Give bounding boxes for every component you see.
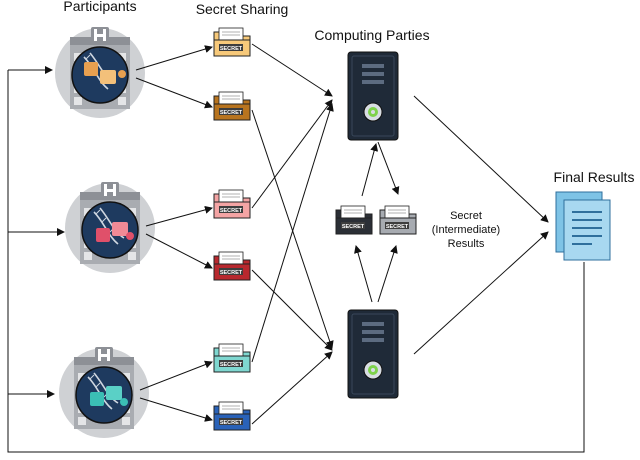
participant-3-hospital-icon	[58, 346, 150, 439]
final-results-label: Final Results	[554, 169, 635, 185]
folder-tag: SECRET	[220, 270, 243, 276]
computing-parties-label: Computing Parties	[314, 27, 429, 43]
intermediate-label-line1: Secret	[450, 210, 482, 222]
folder-tag: SECRET	[386, 224, 409, 230]
participants-label: Participants	[63, 0, 136, 14]
participant-3-genomic-data-icon	[90, 386, 128, 406]
participant-2-hospital-icon	[64, 181, 156, 274]
share-folder-p3-a: SECRET	[213, 343, 251, 373]
secret-sharing-label: Secret Sharing	[196, 1, 289, 17]
final-results-document-icon	[555, 191, 611, 261]
computing-party-1-server-icon	[347, 51, 399, 141]
participant-1-genomic-data-icon	[84, 62, 126, 84]
computing-party-2-server-icon	[347, 309, 399, 399]
share-folder-p1-a: SECRET	[213, 27, 251, 57]
intermediate-label-line3: Results	[448, 238, 485, 250]
folder-tag: SECRET	[342, 224, 365, 230]
folder-tag: SECRET	[220, 208, 243, 214]
intermediate-label-line2: (Intermediate)	[432, 224, 500, 236]
server-arrows	[251, 43, 334, 425]
feedback-lines	[7, 66, 585, 453]
folder-tag: SECRET	[220, 420, 243, 426]
share-folder-p2-a: SECRET	[213, 189, 251, 219]
folder-tag: SECRET	[220, 46, 243, 52]
folder-tag: SECRET	[220, 110, 243, 116]
folder-tag: SECRET	[220, 362, 243, 368]
intermediate-arrows	[354, 141, 400, 303]
participant-2-genomic-data-icon	[96, 222, 134, 242]
share-folder-p3-b: SECRET	[213, 401, 251, 431]
share-arrows	[135, 45, 213, 422]
result-arrows	[413, 95, 549, 355]
intermediate-folder-dark: SECRET	[335, 205, 373, 235]
intermediate-folder-light: SECRET	[379, 205, 417, 235]
share-folder-p2-b: SECRET	[213, 251, 251, 281]
share-folder-p1-b: SECRET	[213, 91, 251, 121]
